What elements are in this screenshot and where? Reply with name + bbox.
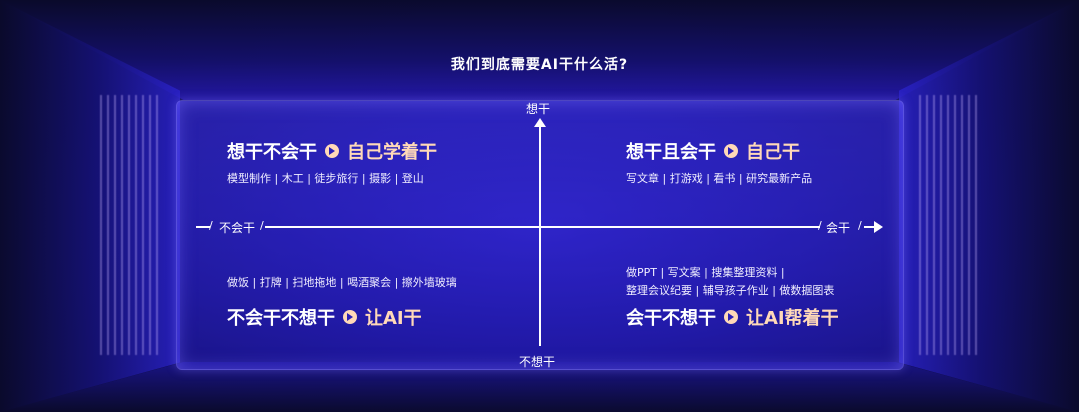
quadrant-top-right-title: 想干且会干 (626, 142, 716, 163)
quadrant-top-left-items: 模型制作 | 木工 | 徒步旅行 | 摄影 | 登山 (227, 172, 424, 185)
quadrant-bottom-left-action: 让AI干 (365, 308, 422, 329)
quadrant-top-left-heading: 想干不会干 自己学着干 (227, 138, 437, 164)
axis-break-mark: / (209, 219, 213, 232)
axis-break-mark: / (858, 219, 862, 232)
axis-break-mark: / (260, 219, 264, 232)
quadrant-bottom-right-heading: 会干不想干 让AI帮着干 (626, 304, 839, 330)
left-light-stripes (100, 95, 160, 355)
quadrant-top-right-heading: 想干且会干 自己干 (626, 138, 800, 164)
horizontal-axis-right-stub (864, 226, 878, 228)
axis-break-mark: / (818, 219, 822, 232)
quadrant-top-left-action: 自己学着干 (347, 142, 437, 163)
quadrant-bottom-right-title: 会干不想干 (626, 308, 716, 329)
quadrant-top-right-items: 写文章 | 打游戏 | 看书 | 研究最新产品 (626, 172, 813, 185)
arrow-right-circle-icon (724, 144, 738, 158)
quadrant-bottom-left-title: 不会干不想干 (227, 308, 335, 329)
arrow-right-circle-icon (325, 144, 339, 158)
arrow-right-circle-icon (724, 310, 738, 324)
right-light-stripes (919, 95, 979, 355)
quadrant-bottom-right-items-line2: 整理会议纪要 | 辅导孩子作业 | 做数据图表 (626, 284, 835, 297)
quadrant-bottom-left-items: 做饭 | 打牌 | 扫地拖地 | 喝酒聚会 | 擦外墙玻璃 (227, 276, 457, 289)
page-title: 我们到底需要AI干什么活? (450, 57, 629, 73)
axis-label-top: 想干 (526, 102, 551, 116)
arrow-right-circle-icon (343, 310, 357, 324)
horizontal-axis-left-stub (196, 226, 210, 228)
axis-label-bottom: 不想干 (519, 355, 556, 369)
vertical-axis (539, 122, 541, 346)
quadrant-bottom-right-items-line1: 做PPT | 写文案 | 搜集整理资料 | (626, 266, 785, 279)
quadrant-top-left-title: 想干不会干 (227, 142, 317, 163)
quadrant-top-right-action: 自己干 (746, 142, 800, 163)
axis-label-left: 不会干 (219, 221, 256, 235)
quadrant-bottom-right-action: 让AI帮着干 (746, 308, 839, 329)
horizontal-axis (265, 226, 820, 228)
ceiling-decoration (0, 0, 1079, 100)
horizontal-axis-arrow (874, 221, 883, 233)
axis-label-right: 会干 (826, 221, 851, 235)
floor-decoration (0, 362, 1079, 412)
quadrant-bottom-left-heading: 不会干不想干 让AI干 (227, 304, 422, 330)
